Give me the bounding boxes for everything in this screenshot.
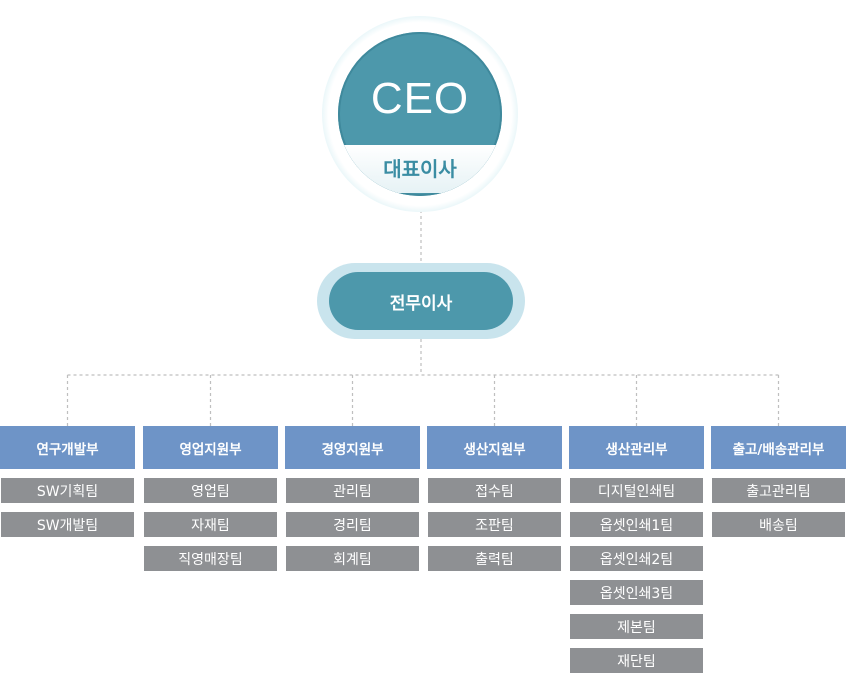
- team-box: 직영매장팀: [144, 546, 277, 571]
- team-box: 자재팀: [144, 512, 277, 537]
- team-box: 출력팀: [428, 546, 561, 571]
- department-box: 생산지원부: [427, 426, 562, 469]
- team-box: 조판팀: [428, 512, 561, 537]
- ceo-node: CEO 대표이사: [322, 16, 518, 212]
- team-box: 출고관리팀: [712, 478, 845, 503]
- team-box: 옵셋인쇄2팀: [570, 546, 703, 571]
- ceo-band: [338, 145, 502, 193]
- department-box: 경영지원부: [285, 426, 420, 469]
- team-box: 경리팀: [286, 512, 419, 537]
- ceo-circle: CEO 대표이사: [338, 32, 502, 196]
- department-box: 연구개발부: [0, 426, 135, 469]
- team-box: SW기획팀: [1, 478, 134, 503]
- executive-node: 전무이사: [329, 272, 513, 330]
- team-box: SW개발팀: [1, 512, 134, 537]
- team-box: 회계팀: [286, 546, 419, 571]
- department-box: 출고/배송관리부: [711, 426, 846, 469]
- team-box: 디지털인쇄팀: [570, 478, 703, 503]
- department-box: 생산관리부: [569, 426, 704, 469]
- team-box: 재단팀: [570, 648, 703, 673]
- team-box: 영업팀: [144, 478, 277, 503]
- team-box: 관리팀: [286, 478, 419, 503]
- team-box: 옵셋인쇄1팀: [570, 512, 703, 537]
- ceo-title-ko: 대표이사: [383, 157, 457, 181]
- department-box: 영업지원부: [143, 426, 278, 469]
- team-box: 옵셋인쇄3팀: [570, 580, 703, 605]
- ceo-title-en: CEO: [370, 74, 470, 123]
- team-box: 접수팀: [428, 478, 561, 503]
- team-box: 제본팀: [570, 614, 703, 639]
- team-box: 배송팀: [712, 512, 845, 537]
